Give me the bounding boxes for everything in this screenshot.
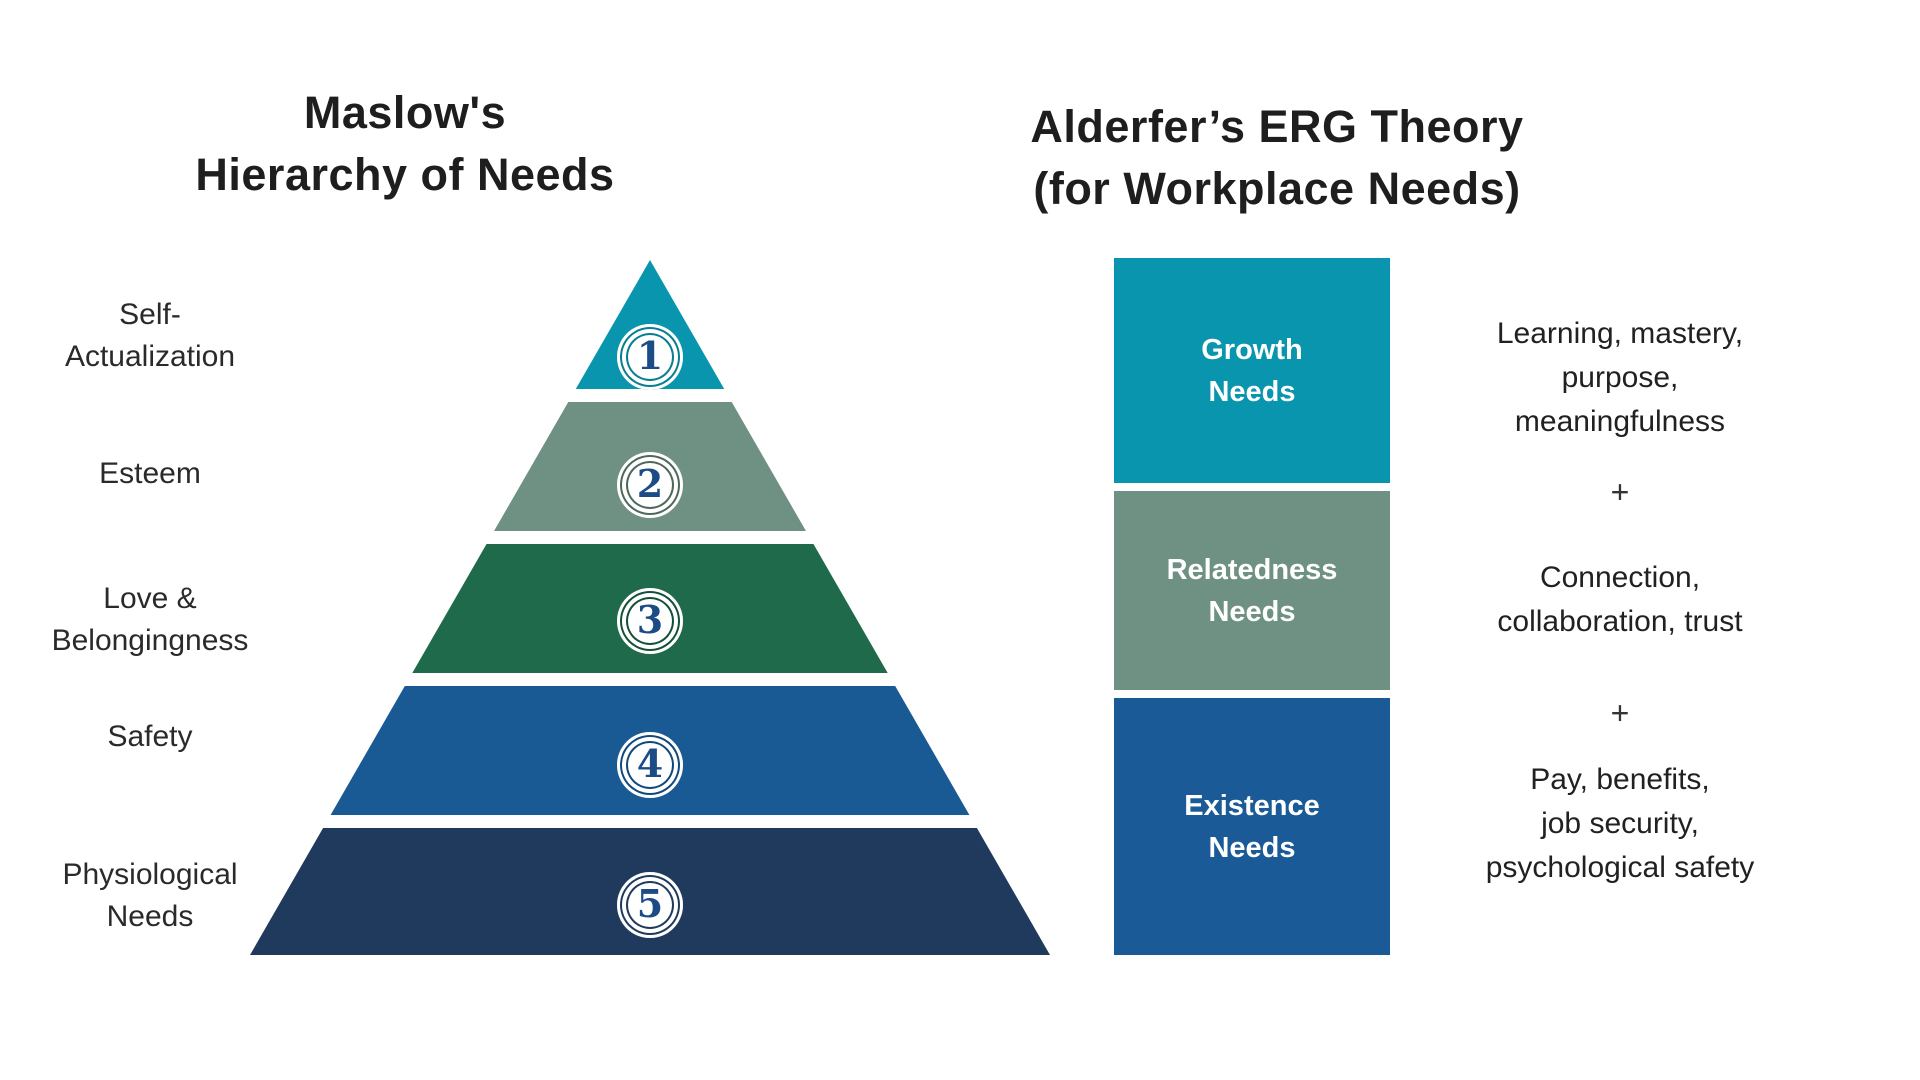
pyramid-number-circle-3: 3	[617, 588, 683, 654]
pyramid-number-5: 5	[636, 881, 664, 926]
erg-desc-relatedness: Connection, collaboration, trust	[1497, 561, 1743, 638]
pyramid-number-1: 1	[636, 333, 664, 378]
maslow-label-esteem: Esteem	[99, 457, 201, 490]
maslow-label-self-actualization: Self- Actualization	[64, 298, 236, 373]
pyramid-number-circle-4: 4	[617, 732, 683, 798]
pyramid-number-circle-2: 2	[617, 452, 683, 518]
plus-sign-1: +	[1610, 474, 1630, 510]
erg-section-relatedness-label: Relatedness Needs	[1166, 553, 1338, 628]
erg-section-existence: Existence Needs	[1114, 698, 1390, 955]
maslow-label-physiological: Physiological Needs	[62, 858, 238, 933]
erg-bar: Growth Needs Relatedness Needs Existence…	[1114, 258, 1390, 955]
erg-section-growth: Growth Needs	[1114, 258, 1390, 483]
erg-section-growth-label: Growth Needs	[1201, 333, 1303, 408]
pyramid-number-circle-1: 1	[617, 324, 683, 390]
pyramid-number-4: 4	[636, 741, 664, 786]
erg-desc-growth: Learning, mastery, purpose, meaningfulne…	[1496, 317, 1744, 438]
pyramid-number-2: 2	[636, 461, 664, 506]
erg-section-existence-label: Existence Needs	[1184, 789, 1320, 864]
erg-desc-existence: Pay, benefits, job security, psychologic…	[1485, 763, 1755, 884]
maslow-label-love-belongingness: Love & Belongingness	[51, 582, 249, 657]
erg-section-relatedness: Relatedness Needs	[1114, 491, 1390, 690]
plus-sign-2: +	[1610, 695, 1630, 731]
maslow-pyramid: 1 2 3 4 5	[250, 260, 1050, 955]
maslow-label-safety: Safety	[107, 720, 193, 753]
maslow-title: Maslow's Hierarchy of Needs	[195, 87, 615, 200]
erg-title: Alderfer’s ERG Theory (for Workplace Nee…	[1030, 101, 1524, 214]
pyramid-number-3: 3	[636, 597, 664, 642]
pyramid-number-circle-5: 5	[617, 872, 683, 938]
